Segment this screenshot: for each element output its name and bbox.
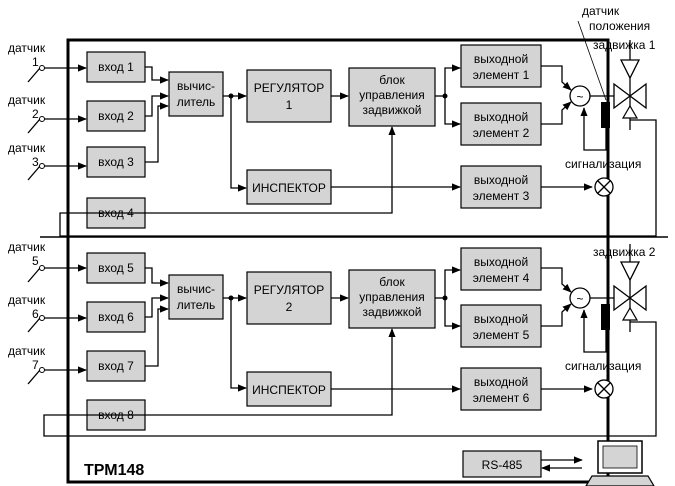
sensor-label: датчик xyxy=(8,240,46,254)
svg-text:задвижкой: задвижкой xyxy=(362,103,421,117)
input-block-5: вход 5 xyxy=(86,252,146,284)
alarm-label: сигнализация xyxy=(565,359,641,373)
alarm-lamp-2 xyxy=(594,379,614,399)
rs485-block: RS-485 xyxy=(462,450,542,478)
device-frame xyxy=(66,38,610,484)
svg-text:вход 1: вход 1 xyxy=(98,60,134,74)
svg-text:элемент 2: элемент 2 xyxy=(473,126,530,140)
output-element-2: выходной элемент 2 xyxy=(460,102,542,146)
svg-text:блок: блок xyxy=(379,73,405,87)
svg-text:RS-485: RS-485 xyxy=(482,458,523,472)
valve-control-block-2: блок управления задвижкой xyxy=(348,269,436,329)
sensor-1: датчик 1 xyxy=(8,41,46,83)
svg-text:1: 1 xyxy=(286,98,293,112)
sensor-6: датчик 6 xyxy=(8,293,46,333)
sensor-number: 7 xyxy=(32,358,39,372)
position-sensor-label: положения xyxy=(589,19,650,33)
alarm-label: сигнализация xyxy=(565,157,641,171)
sensor-7: датчик 7 xyxy=(8,344,46,385)
valve-label-2: задвижка 2 xyxy=(593,245,656,259)
svg-text:вычис-: вычис- xyxy=(177,79,215,93)
sensor-label: датчик xyxy=(8,293,46,307)
position-sensor-2 xyxy=(580,304,610,353)
svg-text:ИНСПЕКТОР: ИНСПЕКТОР xyxy=(252,383,326,397)
svg-text:~: ~ xyxy=(576,292,583,306)
valve-label-1: задвижка 1 xyxy=(593,38,656,52)
laptop-icon xyxy=(585,440,655,486)
output-element-3: выходной элемент 3 xyxy=(460,165,542,209)
svg-text:вход 5: вход 5 xyxy=(98,261,134,275)
svg-text:вход 6: вход 6 xyxy=(98,310,134,324)
calculator-block-2: вычис- литель xyxy=(168,274,224,320)
sensor-number: 6 xyxy=(32,307,39,321)
sensor-label: датчик xyxy=(8,141,46,155)
inspector-block-1: ИНСПЕКТОР xyxy=(246,169,332,205)
sensor-number: 5 xyxy=(32,254,39,268)
input-block-2: вход 2 xyxy=(86,100,146,132)
output-element-4: выходной элемент 4 xyxy=(460,247,542,291)
svg-text:выходной: выходной xyxy=(474,52,528,66)
alarm-lamp-1 xyxy=(594,177,614,197)
position-sensor-1 xyxy=(580,102,610,151)
sensor-5: датчик 5 xyxy=(8,240,46,283)
sensor-label: датчик xyxy=(8,344,46,358)
sensor-2: датчик 2 xyxy=(8,93,46,134)
sensor-number: 1 xyxy=(32,55,39,69)
calculator-block-1: вычис- литель xyxy=(168,71,224,117)
svg-text:вычис-: вычис- xyxy=(177,282,215,296)
svg-text:выходной: выходной xyxy=(474,255,528,269)
device-label: ТРМ148 xyxy=(84,462,144,479)
input-block-6: вход 6 xyxy=(86,301,146,333)
regulator-block-1: РЕГУЛЯТОР 1 xyxy=(246,69,332,123)
svg-text:РЕГУЛЯТОР: РЕГУЛЯТОР xyxy=(254,81,324,95)
position-sensor-label: датчик xyxy=(582,4,620,18)
channel-2: датчик 5 датчик 6 датчик 7 вход 5 вход 6… xyxy=(8,240,657,437)
svg-text:вход 7: вход 7 xyxy=(98,359,134,373)
svg-text:литель: литель xyxy=(177,95,216,109)
svg-text:блок: блок xyxy=(379,275,405,289)
svg-text:~: ~ xyxy=(576,90,583,104)
svg-text:элемент 6: элемент 6 xyxy=(473,391,530,405)
sensor-number: 2 xyxy=(32,107,39,121)
valve-control-block-1: блок управления задвижкой xyxy=(348,67,436,127)
sensor-number: 3 xyxy=(32,155,39,169)
input-block-3: вход 3 xyxy=(86,146,146,178)
svg-text:управления: управления xyxy=(359,290,424,304)
svg-text:литель: литель xyxy=(177,298,216,312)
inspector-block-2: ИНСПЕКТОР xyxy=(246,371,332,407)
svg-text:выходной: выходной xyxy=(474,375,528,389)
svg-text:элемент 3: элемент 3 xyxy=(473,189,530,203)
sensor-3: датчик 3 xyxy=(8,141,46,181)
svg-text:управления: управления xyxy=(359,88,424,102)
valve-actuator-1: ~ xyxy=(569,40,647,130)
svg-text:вход 3: вход 3 xyxy=(98,155,134,169)
svg-text:вход 2: вход 2 xyxy=(98,109,134,123)
output-element-6: выходной элемент 6 xyxy=(460,367,542,411)
svg-text:элемент 1: элемент 1 xyxy=(473,68,530,82)
svg-text:элемент 5: элемент 5 xyxy=(473,328,530,342)
sensor-label: датчик xyxy=(8,41,46,55)
svg-text:задвижкой: задвижкой xyxy=(362,305,421,319)
svg-text:выходной: выходной xyxy=(474,312,528,326)
svg-text:выходной: выходной xyxy=(474,173,528,187)
svg-text:2: 2 xyxy=(286,300,293,314)
output-element-5: выходной элемент 5 xyxy=(460,304,542,348)
channel-1: датчик 1 датчик 2 датчик 3 вход 1 вход 2 xyxy=(8,4,657,237)
svg-text:элемент 4: элемент 4 xyxy=(473,271,530,285)
valve-actuator-2: ~ xyxy=(569,244,647,332)
svg-text:ИНСПЕКТОР: ИНСПЕКТОР xyxy=(252,181,326,195)
input-block-1: вход 1 xyxy=(86,51,146,83)
svg-text:выходной: выходной xyxy=(474,110,528,124)
input-block-7: вход 7 xyxy=(86,350,146,382)
regulator-block-2: РЕГУЛЯТОР 2 xyxy=(246,271,332,325)
sensor-label: датчик xyxy=(8,93,46,107)
output-element-1: выходной элемент 1 xyxy=(460,44,542,88)
svg-text:РЕГУЛЯТОР: РЕГУЛЯТОР xyxy=(254,283,324,297)
